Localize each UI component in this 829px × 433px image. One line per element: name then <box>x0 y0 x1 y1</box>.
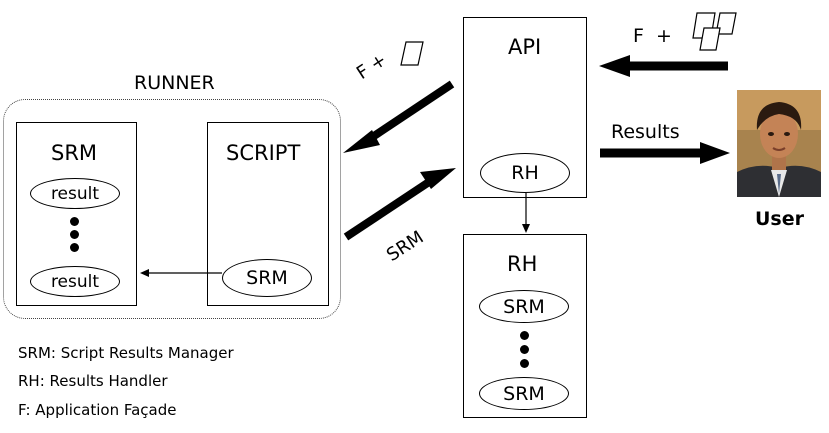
srm-to-result-connector <box>140 269 222 277</box>
ellipsis-dot <box>520 331 529 340</box>
ellipsis-dot <box>70 243 79 252</box>
api-rh-node: RH <box>480 153 570 193</box>
user-label: User <box>755 208 804 230</box>
script-srm-node: SRM <box>222 259 312 297</box>
ellipsis-dot <box>70 217 79 226</box>
user-avatar <box>737 90 821 197</box>
runner-title: RUNNER <box>134 72 215 94</box>
ellipsis-dot <box>520 345 529 354</box>
api-box-title: API <box>508 35 542 59</box>
runner-container <box>3 99 341 319</box>
f-to-api-label: F + <box>633 25 672 47</box>
script-box-title: SCRIPT <box>226 141 301 165</box>
f-to-api-arrow <box>599 55 728 77</box>
legend-srm: SRM: Script Results Manager <box>18 344 234 362</box>
document-icon <box>400 41 424 66</box>
result-node: result <box>30 178 120 209</box>
ellipsis-dot <box>70 230 79 239</box>
ellipsis-dot <box>520 359 529 368</box>
rh-srm-node: SRM <box>479 290 569 323</box>
srm-to-api-arrow <box>343 168 456 241</box>
result-node: result <box>30 266 120 297</box>
rh-srm-node: SRM <box>479 377 569 410</box>
rh-box-title: RH <box>507 252 538 276</box>
srm-box-title: SRM <box>51 141 98 165</box>
results-to-user-arrow <box>600 142 730 164</box>
legend-f: F: Application Façade <box>18 401 177 419</box>
legend-rh: RH: Results Handler <box>18 372 168 390</box>
f-to-runner-arrow <box>343 80 455 153</box>
documents-icon <box>692 12 737 51</box>
results-label: Results <box>611 121 680 143</box>
rh-to-rh-connector <box>522 193 530 233</box>
